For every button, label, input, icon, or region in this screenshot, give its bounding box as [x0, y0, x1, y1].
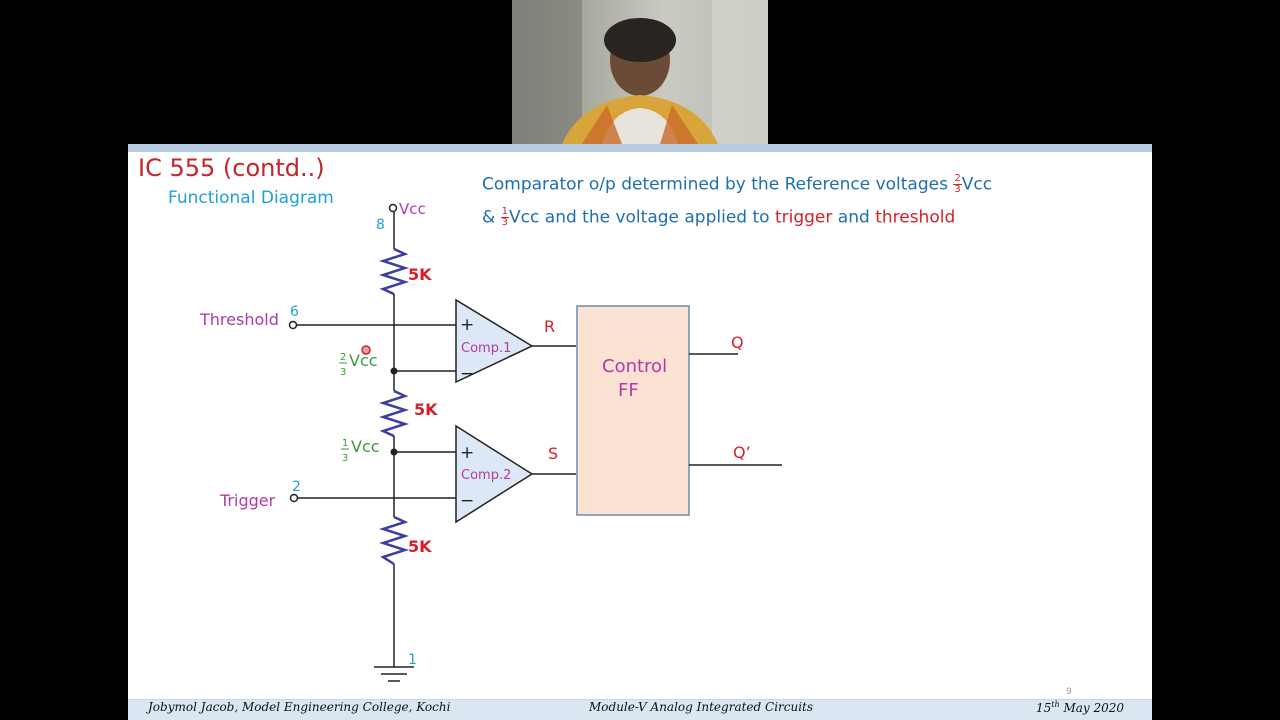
- ic555-functional-diagram: Vcc 8 5K 5K 5K 1 Threshold 6 2 3 Vcc: [199, 200, 782, 682]
- comp2-minus-sign: −: [460, 491, 474, 511]
- slide-number: 9: [1066, 687, 1072, 697]
- description-line-2-mid: Vcc and the voltage applied to: [509, 207, 775, 228]
- comparator-1-triangle: [455, 298, 534, 384]
- ff-label-line-1: Control: [602, 356, 667, 377]
- pin-number-8: 8: [376, 217, 385, 233]
- footer-date-rest: May 2020: [1059, 701, 1125, 715]
- ref-lower-num: 1: [342, 438, 348, 449]
- comp1-plus-sign: +: [460, 315, 474, 335]
- ref-upper-num: 2: [340, 352, 346, 363]
- pin-number-1: 1: [408, 652, 417, 668]
- ref-upper-den: 3: [340, 367, 346, 378]
- footer-date: 15th May 2020: [1036, 700, 1124, 715]
- footer-date-suffix: th: [1051, 700, 1060, 709]
- comp2-plus-sign: +: [460, 443, 474, 463]
- threshold-label: Threshold: [199, 310, 279, 329]
- comparator-2-triangle: [455, 424, 534, 524]
- resistor-2: [378, 389, 410, 438]
- description-threshold: threshold: [875, 207, 956, 228]
- description-line-1: Comparator o/p determined by the Referen…: [482, 174, 992, 195]
- pin-number-6: 6: [290, 304, 299, 320]
- s-label: S: [548, 444, 558, 463]
- description-amp: &: [482, 207, 501, 228]
- ff-label-line-2: FF: [618, 380, 639, 401]
- pin-number-2: 2: [292, 479, 301, 495]
- description-line-1-tail: Vcc: [961, 174, 993, 195]
- threshold-terminal: [288, 320, 298, 330]
- presenter-video-frame: [512, 0, 768, 144]
- footer-author: Jobymol Jacob, Model Engineering College…: [148, 700, 451, 714]
- control-flip-flop-block: [576, 305, 690, 516]
- footer-date-day: 15: [1036, 701, 1052, 715]
- comp2-label: Comp.2: [461, 468, 511, 483]
- slide-title: IC 555 (contd..): [138, 154, 325, 182]
- resistor-1-label: 5K: [408, 265, 432, 284]
- description-trigger: trigger: [774, 207, 833, 228]
- resistor-1: [378, 247, 410, 296]
- r-label: R: [544, 317, 555, 336]
- description-and: and: [832, 207, 876, 228]
- resistor-2-label: 5K: [414, 400, 438, 419]
- ref-lower-vcc: Vcc: [351, 437, 380, 456]
- pointer-cursor-icon: [361, 345, 371, 355]
- comp1-minus-sign: −: [460, 364, 474, 384]
- description-line-1-text: Comparator o/p determined by the Referen…: [482, 174, 954, 195]
- slide-footer: [128, 699, 1152, 720]
- slide: IC 555 (contd..) Functional Diagram Comp…: [128, 144, 1152, 720]
- resistor-3: [378, 515, 410, 566]
- trigger-terminal: [289, 493, 299, 503]
- slide-top-bar: [128, 144, 1152, 152]
- slide-subtitle: Functional Diagram: [168, 188, 334, 208]
- qbar-output-label: Q’: [733, 443, 751, 462]
- comp1-label: Comp.1: [461, 341, 511, 356]
- ref-lower-den: 3: [342, 453, 348, 464]
- trigger-label: Trigger: [219, 491, 276, 510]
- resistor-3-label: 5K: [408, 537, 432, 556]
- presenter-webcam: [512, 0, 768, 144]
- vcc-label: Vcc: [399, 200, 426, 218]
- footer-module: Module-V Analog Integrated Circuits: [589, 700, 814, 714]
- ref-upper-vcc: Vcc: [349, 351, 378, 370]
- vcc-terminal: [388, 203, 398, 213]
- q-output-label: Q: [731, 333, 744, 352]
